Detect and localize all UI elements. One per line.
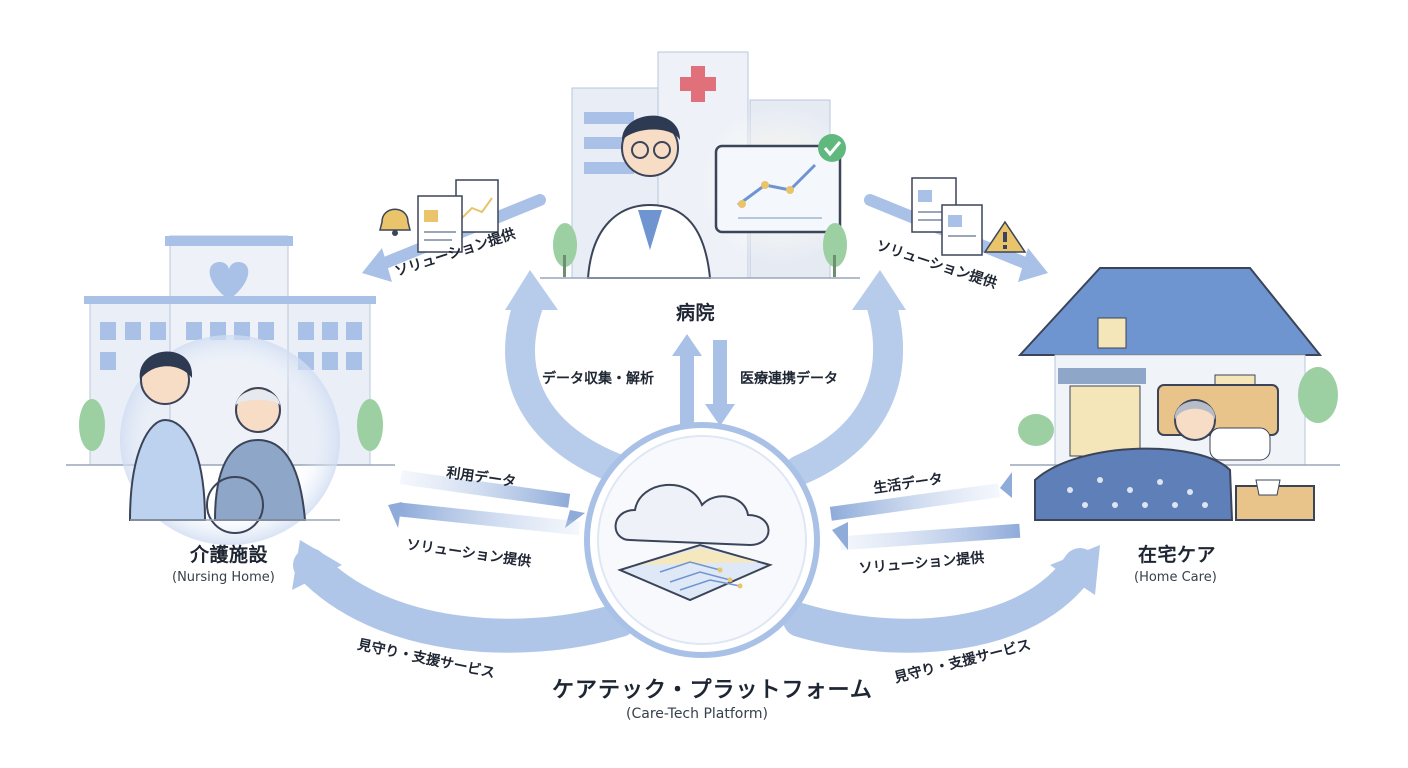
arrowhead-nursing-bottom (292, 540, 342, 590)
hospital-illustration (540, 51, 860, 279)
documents-left (379, 179, 499, 253)
flow-hospital-to-platform: 医療連携データ (740, 371, 838, 387)
bell-icon (379, 208, 411, 236)
platform-illustration (584, 422, 820, 658)
cloud-icon (614, 483, 770, 547)
nursing-home-title: 介護施設 (190, 544, 269, 566)
arrow-platform-to-home (839, 523, 1021, 551)
heart-icon (209, 262, 249, 300)
arrow-platform-to-hospital-left (505, 285, 635, 485)
cross-icon (680, 66, 716, 102)
check-icon (818, 134, 846, 162)
arrow-platform-to-hospital-right (785, 285, 903, 485)
arrow-home-to-platform (829, 483, 1001, 521)
arrow-up-head (672, 334, 702, 356)
home-care-illustration (1010, 267, 1340, 521)
arrow-down-head (705, 404, 735, 426)
flow-platform-to-hospital: データ収集・解析 (542, 371, 654, 387)
documents-right (911, 177, 1027, 256)
arrowhead-hospital-right (852, 270, 906, 310)
arrow-nursing-to-platform (399, 470, 571, 508)
big-curved-arrows (292, 270, 1100, 653)
home-care-subtitle: (Home Care) (1134, 570, 1217, 585)
document-icon (941, 204, 983, 256)
arrowhead-home-bottom (1050, 545, 1100, 595)
platform-subtitle: (Care-Tech Platform) (626, 706, 768, 722)
arrowhead-hospital-left (505, 270, 558, 310)
arrow-down-shaft (713, 340, 727, 410)
platform-title: ケアテック・プラットフォーム (552, 678, 873, 703)
arrow-platform-to-nursing (399, 502, 581, 536)
arrow-up-shaft (680, 352, 694, 432)
warning-icon (983, 220, 1027, 253)
arrow-platform-to-nursing-bottom (293, 548, 637, 653)
nursing-home-illustration (66, 235, 395, 545)
document-icon (417, 195, 463, 253)
circuit-book-icon (617, 543, 773, 602)
hospital-title: 病院 (676, 302, 716, 324)
home-care-title: 在宅ケア (1138, 544, 1217, 566)
document-chart-icon (455, 179, 499, 233)
arrow-platform-to-home-bottom (783, 548, 1097, 653)
nursing-home-subtitle: (Nursing Home) (172, 570, 275, 585)
